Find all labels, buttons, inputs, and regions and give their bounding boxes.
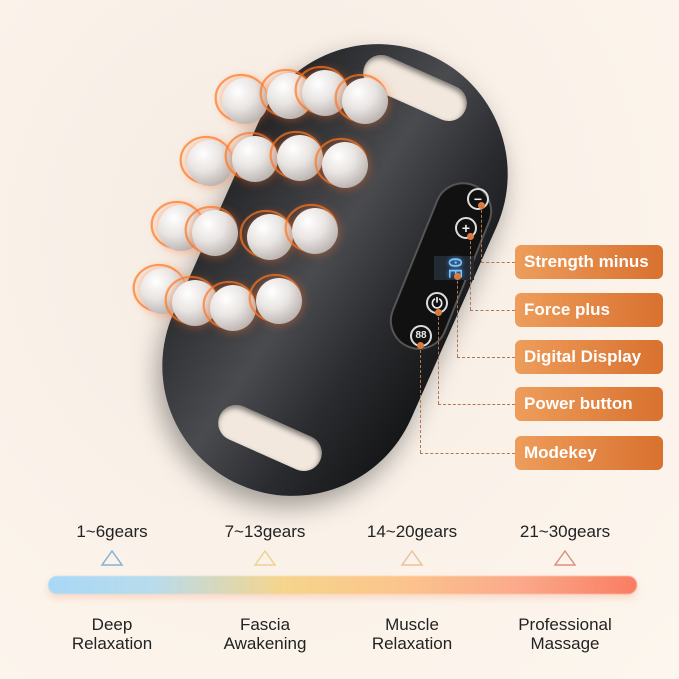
label-force-plus: Force plus [515, 293, 663, 327]
mode-name-line: Relaxation [71, 634, 153, 653]
massage-ball [342, 78, 388, 124]
mode-name-line: Relaxation [371, 634, 453, 653]
gear-range: 21~30gears [519, 522, 611, 541]
gear-range: 7~13gears [224, 522, 306, 541]
massage-ball [322, 142, 368, 188]
mode-name-line: Fascia [239, 615, 291, 634]
mode-name-line: Massage [530, 634, 600, 653]
massage-ball [192, 210, 238, 256]
gear-range: 1~6gears [76, 522, 148, 541]
label-digital-display: Digital Display [515, 340, 663, 374]
massage-ball [292, 208, 338, 254]
mode-name-line: Professional [518, 615, 612, 634]
mode-name-line: Awakening [223, 634, 307, 653]
mode-name-line: Muscle [385, 615, 439, 634]
intensity-gradient-bar [48, 576, 637, 594]
plus-icon[interactable]: + [455, 217, 477, 239]
gear-range: 14~20gears [366, 522, 458, 541]
massage-ball [256, 278, 302, 324]
label-power-button: Power button [515, 387, 663, 421]
massage-ball [210, 285, 256, 331]
mode-name-line: Deep [91, 615, 133, 634]
label-modekey: Modekey [515, 436, 663, 470]
label-strength-minus: Strength minus [515, 245, 663, 279]
minus-icon[interactable]: − [467, 188, 489, 210]
